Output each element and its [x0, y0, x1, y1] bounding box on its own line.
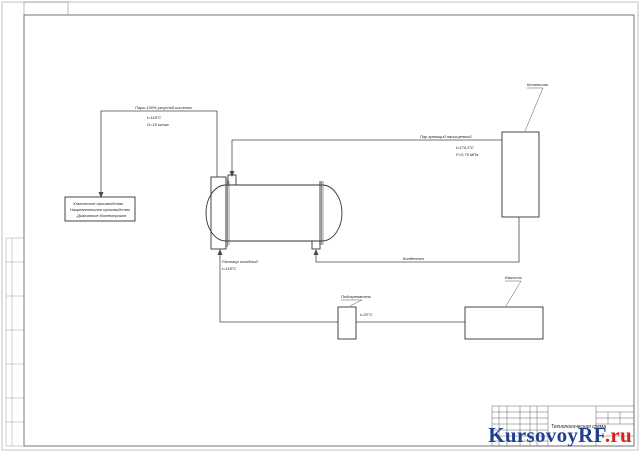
label-storage: Емкость — [505, 275, 522, 280]
leader-boiler-house — [524, 87, 544, 132]
left-binding-strip — [5, 237, 25, 447]
label-condensate: Конденсат — [403, 256, 425, 261]
preheater-box — [337, 306, 357, 340]
chemical-production-box — [64, 196, 136, 222]
arrow-condensate — [313, 249, 319, 255]
label-preheater: Подогреватель — [341, 294, 371, 299]
leader-storage — [505, 280, 522, 307]
watermark-suffix: .ru — [604, 423, 632, 447]
title-block — [491, 405, 635, 447]
acid-vapor-line — [100, 110, 218, 197]
storage-box — [464, 306, 544, 340]
stamp-title: Технологическая схема — [551, 424, 606, 430]
arrow-into-chemical-production — [98, 192, 104, 198]
evaporator-vessel — [205, 174, 343, 250]
kursovoyrf-watermark: KursovoyRF.ru — [488, 423, 632, 448]
label-boiler-house: Котельная — [527, 82, 549, 87]
label-acid-vapor-flow: G=15 кг/час — [147, 122, 169, 127]
label-chemical-production-1: Химическое производство — [72, 201, 124, 206]
inner-frame — [23, 14, 635, 447]
feed-line-preheater — [219, 249, 338, 323]
label-steam-pressure: P=0,75 МПа — [456, 152, 479, 157]
label-acid-vapor: Пары 100% уксусной кислоты — [135, 105, 192, 110]
label-preheater-temp: t=20°С — [360, 312, 372, 317]
boiler-house-box — [501, 131, 540, 218]
corner-stamp-box — [23, 1, 69, 16]
arrow-feed-into-evaporator — [217, 249, 223, 255]
leader-preheater — [341, 299, 363, 307]
label-chemical-production-3: Дымчатые диэлектриков — [76, 213, 126, 218]
label-chemical-production-2: Нагревательное производство — [70, 207, 131, 212]
label-acid-vapor-temp: t=118°С — [147, 115, 161, 120]
label-initial-solution-temp: t=118°С — [222, 266, 236, 271]
watermark-main: KursovoyRF — [488, 423, 605, 447]
label-steam-temp: t=179,5°С — [456, 145, 474, 150]
arrow-steam-into-evaporator — [229, 171, 235, 177]
label-steam: Пар греющий насыщенный — [420, 134, 472, 139]
condensate-line — [315, 217, 520, 263]
label-initial-solution: Раствор исходный — [222, 259, 258, 264]
heating-steam-line — [231, 139, 502, 175]
